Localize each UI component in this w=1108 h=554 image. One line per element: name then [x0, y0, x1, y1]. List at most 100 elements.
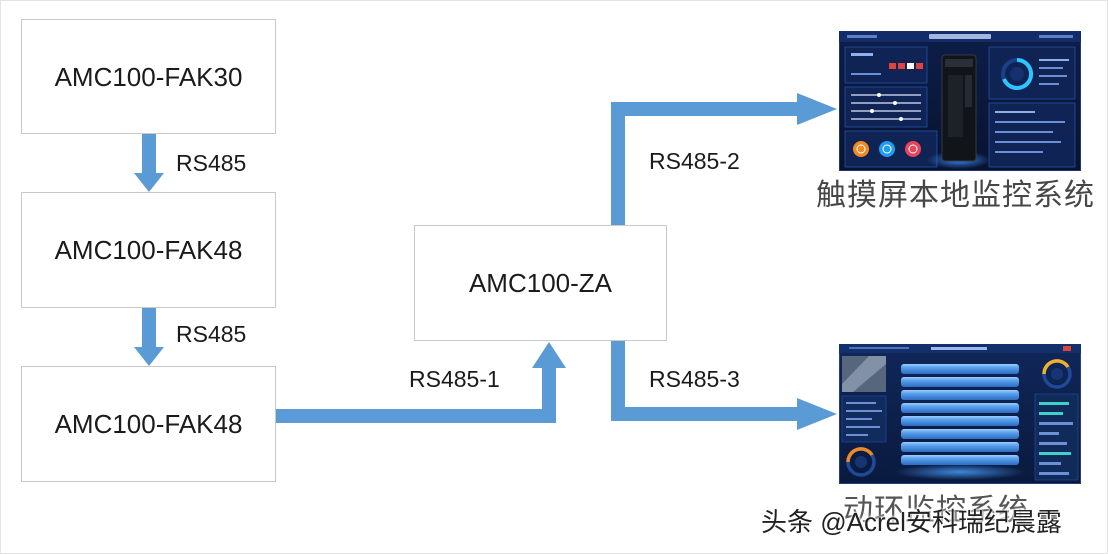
gauge-arc [1002, 57, 1034, 90]
panel-line [1039, 83, 1059, 85]
left-panel-sliders [844, 86, 928, 128]
status-block [889, 63, 896, 69]
left-panel-alarm [844, 46, 928, 84]
cabinet-device [927, 54, 991, 169]
panel-line [995, 121, 1065, 123]
link-label-rs485-1: RS485-1 [409, 366, 500, 392]
arrow-za-to-env-monitor [611, 341, 837, 430]
panel-line [1039, 67, 1063, 69]
arrow-shaft [276, 368, 556, 423]
node-label: AMC100-FAK48 [54, 235, 243, 265]
slider-knob [877, 93, 881, 97]
panel-frame [844, 46, 928, 84]
indicator-red [905, 141, 921, 157]
node-amc100-fak48-lower: AMC100-FAK48 [21, 366, 276, 482]
indicator-ring [908, 144, 918, 154]
panel-bar [1039, 442, 1067, 445]
node-label: AMC100-FAK30 [54, 61, 243, 92]
env-monitor-dashboard-image [839, 344, 1081, 484]
gauge-arc [846, 447, 874, 463]
panel-line [995, 141, 1061, 143]
arrow-za-to-touchscreen [611, 93, 837, 225]
link-label-rs485-2: RS485-2 [649, 148, 740, 174]
indicator-ring [856, 144, 866, 154]
panel-line [995, 111, 1035, 113]
panel-bar [1039, 402, 1069, 405]
panel-line [851, 73, 881, 75]
touchscreen-dashboard-image [839, 31, 1081, 171]
panel-frame [844, 86, 928, 128]
right-column [1034, 359, 1079, 481]
header-title-mark [929, 34, 991, 39]
panel-line [846, 410, 882, 412]
node-amc100-fak48-upper: AMC100-FAK48 [21, 192, 276, 308]
panel-title-mark [851, 53, 873, 56]
stack-layer [901, 377, 1019, 387]
left-column [841, 356, 887, 477]
screen-header-bar [839, 344, 1081, 353]
header-menu-mark [849, 347, 909, 349]
arrow-head [134, 173, 164, 192]
panel-line [1039, 75, 1067, 77]
node-label: AMC100-ZA [468, 268, 613, 298]
header-right-mark [1039, 35, 1073, 38]
touchscreen-system-label: 触摸屏本地监控系统 [816, 178, 1095, 213]
header-title-mark [931, 347, 987, 350]
stack-layer [901, 416, 1019, 426]
arrow-head [532, 342, 566, 368]
stack-layer [901, 442, 1019, 452]
stack-layer [901, 429, 1019, 439]
stack-layer [901, 455, 1019, 465]
arrow-head [134, 347, 164, 366]
panel-bar [1039, 422, 1073, 425]
panel-frame [988, 102, 1076, 168]
stack-layer [901, 364, 1019, 374]
stack-layer [901, 390, 1019, 400]
device-side-panel [965, 75, 972, 107]
indicator-blue [879, 141, 895, 157]
link-label-rs485-lower: RS485 [176, 321, 247, 347]
right-panel-gauge [988, 46, 1076, 100]
panel-line [846, 434, 868, 436]
status-block [916, 63, 923, 69]
watermark-text: 头条 @Acrel安科瑞纪晨露 [761, 507, 1062, 537]
device-top-cap [945, 59, 973, 67]
arrow-fak48-to-za [276, 342, 566, 423]
arrow-shaft [611, 102, 798, 225]
link-label-rs485-upper: RS485 [176, 150, 247, 176]
header-left-mark [847, 35, 877, 38]
panel-line [995, 131, 1053, 133]
panel-bar [1039, 412, 1063, 415]
gauge-center [1051, 368, 1063, 380]
slider-knob [899, 117, 903, 121]
arrow-fak48-to-fak48 [134, 308, 164, 366]
panel-line [846, 418, 872, 420]
gauge-center [855, 456, 867, 468]
left-panel-indicators [844, 130, 938, 168]
panel-line [846, 402, 876, 404]
gauge-center [1010, 67, 1024, 81]
arrow-head [797, 398, 837, 430]
slider-knob [893, 101, 897, 105]
panel-line [1039, 59, 1069, 61]
arrow-fak30-to-fak48 [134, 134, 164, 192]
panel-line [846, 426, 880, 428]
cabinet-stack-3d [894, 364, 1026, 480]
panel-line [995, 151, 1043, 153]
node-amc100-za: AMC100-ZA [414, 225, 667, 341]
gauge-arc [1042, 359, 1070, 375]
node-amc100-fak30: AMC100-FAK30 [21, 19, 276, 134]
status-block [907, 63, 914, 69]
device-panel [948, 75, 963, 137]
node-label: AMC100-FAK48 [54, 409, 243, 439]
site-photo-highlight [842, 356, 886, 392]
panel-bar [1039, 472, 1069, 475]
stack-layer [901, 403, 1019, 413]
link-label-rs485-3: RS485-3 [649, 366, 740, 392]
right-panel-data [988, 102, 1076, 168]
env-monitor-system-label: 动环监控系统 [843, 493, 1029, 528]
panel-bar [1039, 462, 1061, 465]
panel-bar [1039, 432, 1059, 435]
header-alert-mark [1063, 346, 1071, 351]
